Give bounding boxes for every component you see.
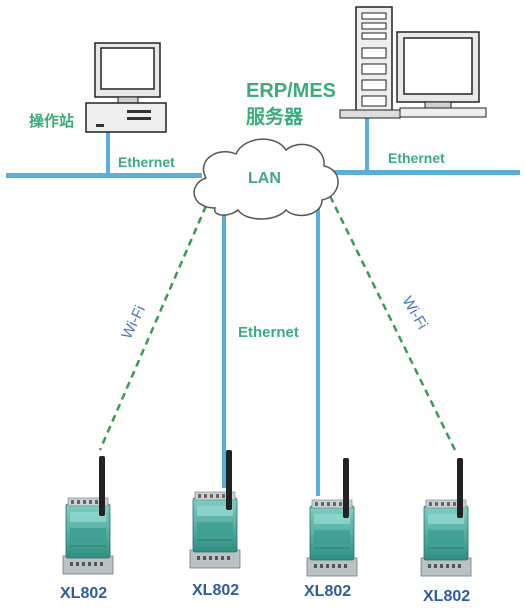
ethernet-label-left: Ethernet (118, 154, 175, 170)
lan-label: LAN (248, 170, 281, 187)
xl802-device-4 (420, 457, 472, 577)
server-label-line1: ERP/MES (246, 80, 336, 102)
ethernet-label-center: Ethernet (238, 324, 299, 341)
server-tower-icon (339, 6, 401, 119)
wifi-label-right: Wi-Fi (399, 294, 431, 333)
workstation-pc-icon (85, 42, 167, 133)
server-label-line2: 服务器 (246, 105, 304, 128)
xl802-device-2 (189, 449, 241, 569)
wifi-label-left: Wi-Fi (118, 303, 149, 342)
xl802-device-1 (62, 455, 114, 575)
ethernet-drop-workstation (106, 132, 110, 175)
server-monitor-icon (396, 31, 487, 118)
ethernet-link-device-3 (316, 196, 320, 496)
device-label-3: XL802 (304, 583, 351, 600)
ethernet-backbone-right (326, 170, 520, 175)
device-label-4: XL802 (423, 588, 470, 605)
ethernet-backbone-left (6, 173, 202, 178)
device-label-1: XL802 (60, 585, 107, 602)
workstation-label: 操作站 (29, 112, 74, 130)
lan-cloud-icon (193, 138, 339, 220)
device-label-2: XL802 (192, 582, 239, 599)
wifi-link-device-1 (98, 205, 208, 451)
xl802-device-3 (306, 457, 358, 577)
ethernet-label-right: Ethernet (388, 150, 445, 166)
wifi-link-device-4 (328, 195, 458, 453)
ethernet-drop-server (365, 118, 369, 173)
ethernet-link-device-2 (222, 210, 226, 488)
